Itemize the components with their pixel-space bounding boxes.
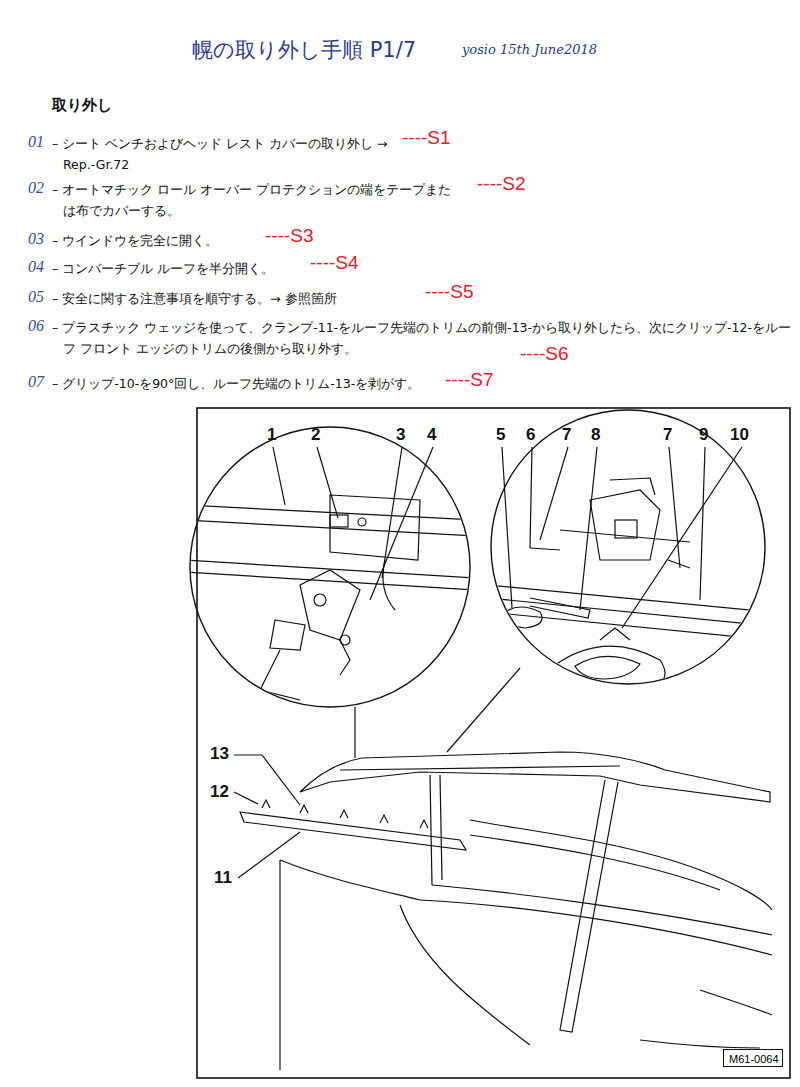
figure-code: M61-0064	[729, 1053, 777, 1065]
callout-number: 8	[591, 425, 600, 445]
callout-number: 11	[214, 868, 232, 888]
callout-number: 2	[311, 425, 320, 445]
step-marker: ----S3	[265, 225, 314, 247]
author-date: yosio 15th June2018	[462, 42, 597, 57]
callout-number: 7	[562, 425, 571, 445]
step-marker: ----S4	[310, 252, 359, 274]
callout-number: 10	[730, 425, 749, 445]
step-text: – プラスチック ウェッジを使って、クランプ-11-をルーフ先端のトリムの前側-…	[52, 317, 791, 359]
figure-code-box: M61-0064	[723, 1049, 783, 1067]
callout-number: 5	[496, 425, 505, 445]
step-number: 03	[28, 230, 44, 248]
step-number: 02	[28, 179, 44, 197]
callout-number: 4	[427, 425, 436, 445]
callout-number: 7	[663, 425, 672, 445]
callout-number: 12	[210, 782, 229, 802]
step-text: – オートマチック ロール オーバー プロテクションの端をテープまたは布でカバー…	[52, 179, 463, 221]
page-title: 幌の取り外し手順 P1/7	[192, 36, 416, 64]
callout-number: 3	[396, 425, 405, 445]
step-text: – ウインドウを完全に開く。	[52, 230, 463, 251]
callout-number: 9	[699, 425, 708, 445]
step-number: 04	[28, 258, 44, 276]
step-marker: ----S2	[477, 173, 526, 195]
step-marker: ----S6	[520, 343, 569, 365]
callout-number: 6	[526, 425, 535, 445]
callout-number: 13	[210, 744, 229, 764]
step-marker: ----S1	[402, 127, 451, 149]
step-number: 05	[28, 288, 44, 306]
section-heading: 取り外し	[52, 96, 112, 115]
step-text: – シート ベンチおよびヘッド レスト カバーの取り外し → Rep.-Gr.7…	[52, 133, 408, 175]
step-number: 07	[28, 373, 44, 391]
step-text: – 安全に関する注意事項を順守する。→ 参照箇所	[52, 288, 483, 309]
step-text: – グリップ-10-を90°回し、ルーフ先端のトリム-13-を剥がす。	[52, 373, 483, 394]
step-number: 01	[28, 133, 44, 151]
step-marker: ----S7	[445, 369, 494, 391]
step-marker: ----S5	[425, 281, 474, 303]
step-number: 06	[28, 317, 44, 335]
step-text: – コンバーチブル ルーフを半分開く。	[52, 258, 463, 279]
callout-number: 1	[267, 425, 276, 445]
